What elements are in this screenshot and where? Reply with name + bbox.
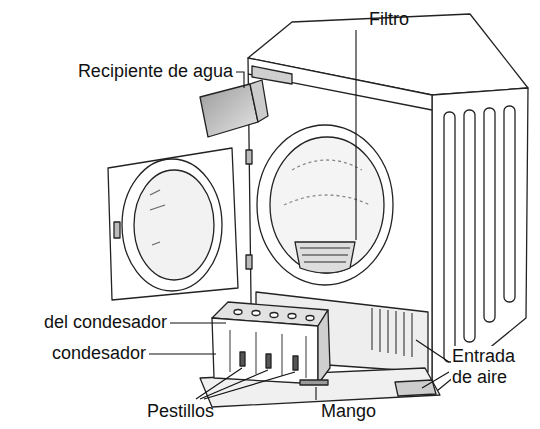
condenser-side	[318, 310, 330, 384]
part-label: Mango	[320, 401, 377, 422]
side-rib	[444, 112, 455, 362]
part-label: Recipiente de agua	[77, 61, 234, 82]
water-container	[200, 84, 258, 137]
side-rib	[484, 108, 495, 322]
air-inlet-grille	[372, 308, 412, 357]
leader-line	[416, 340, 449, 362]
leader-line	[422, 372, 449, 388]
door-latch	[114, 222, 120, 238]
handle-shape	[300, 380, 328, 385]
door-glass	[134, 170, 214, 280]
leader-lines	[149, 30, 449, 400]
filter-mesh	[300, 248, 350, 262]
part-label: condesador	[51, 343, 147, 364]
hinge	[246, 150, 252, 164]
leader-line	[315, 387, 316, 400]
side-rib	[504, 106, 515, 302]
door-ring	[122, 159, 222, 291]
drum-ribs	[284, 160, 370, 205]
kick-step	[395, 380, 436, 396]
filter-shape	[295, 242, 355, 273]
leader-line	[204, 372, 295, 399]
hinge	[246, 255, 252, 269]
dryer-side	[432, 88, 528, 395]
side-rib	[464, 110, 475, 342]
part-label: Pestillos	[146, 401, 215, 422]
leader-line	[355, 30, 356, 240]
condenser-holes	[234, 310, 314, 321]
leader-line	[236, 72, 244, 88]
leader-line	[170, 322, 226, 323]
door-panel	[108, 148, 238, 300]
door-marks	[150, 190, 165, 245]
part-label: Filtro	[368, 9, 410, 30]
condenser-front	[212, 318, 318, 384]
leader-line	[149, 353, 216, 354]
condenser-ribs	[230, 330, 306, 378]
part-label: Entrada de aire	[451, 346, 529, 387]
water-container-side	[250, 80, 268, 122]
leader-line	[200, 370, 268, 399]
drum-ring	[257, 125, 393, 285]
latch-marks	[240, 352, 298, 370]
drum-opening	[270, 137, 384, 273]
part-label: del condesador	[43, 312, 168, 333]
